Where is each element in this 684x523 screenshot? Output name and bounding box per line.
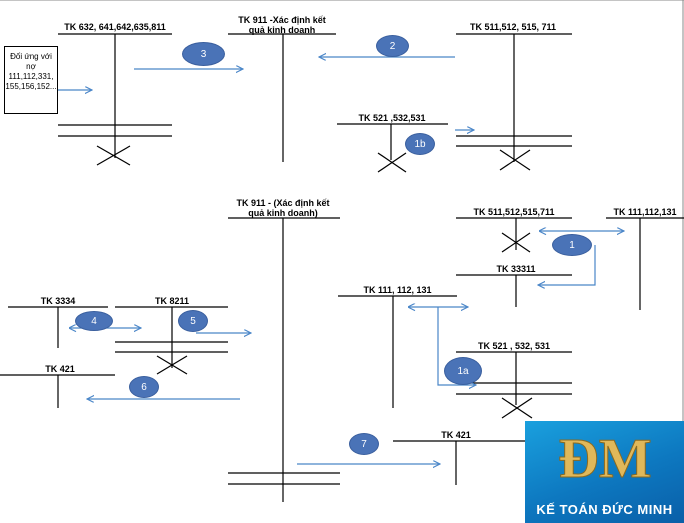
label-tk33311: TK 33311 [496,264,536,274]
logo-mark-icon: ĐM [558,428,652,486]
step-badge-5: 5 [178,310,208,332]
label-tk911-top-line1: TK 911 -Xác định kết [238,15,326,25]
label-tk511-top: TK 511,512, 515, 711 [469,22,557,32]
step-badge-3: 3 [182,42,225,66]
t-account-632 [58,33,172,166]
label-tk421-left: TK 421 [45,364,75,374]
t-account-511-top [456,33,572,171]
step-badge-2: 2 [376,35,409,57]
counterpart-box: Đối ứng với nợ 111,112,331, 155,156,152.… [4,46,58,114]
t-account-911-bottom [228,217,340,502]
label-tk511-right: TK 511,512,515,711 [473,207,555,217]
label-tk421-bottom: TK 421 [441,430,471,440]
label-tk8211: TK 8211 [154,296,190,306]
step-badge-4: 4 [75,311,113,331]
label-tk521-bottom: TK 521 , 532, 531 [477,341,551,351]
step-badge-1: 1 [552,234,592,256]
t-account-33311 [456,274,572,307]
step-badge-7: 7 [349,433,379,455]
logo-mark-text: ĐM [558,428,651,485]
t-account-3334 [8,306,108,348]
t-account-111-mid [338,295,457,408]
step-badge-6: 6 [129,376,159,398]
t-account-521-top [337,123,448,173]
step-badge-1b: 1b [405,133,435,155]
counterpart-line3: 111,112,331, [8,72,54,81]
counterpart-line4: 155,156,152... [5,82,57,91]
label-tk111-right: TK 111,112,131 [613,207,677,217]
counterpart-line1: Đối ứng với [10,52,52,61]
t-account-8211 [115,306,228,375]
logo-text: KẾ TOÁN ĐỨC MINH [536,502,673,517]
label-tk632: TK 632, 641,642,635,811 [64,22,166,32]
t-account-421-left [0,374,115,408]
label-tk911-bottom-line2: quả kinh doanh) [248,208,318,218]
logo: ĐM KẾ TOÁN ĐỨC MINH [525,421,684,523]
label-tk911-top-line2: quả kinh doanh [248,25,316,35]
label-tk3334: TK 3334 [40,296,76,306]
t-account-521-bottom [456,351,572,419]
t-account-911-top [228,33,336,162]
step-badge-1a: 1a [444,357,482,385]
t-account-511-right [456,217,572,253]
counterpart-line2: nợ [26,62,36,71]
label-tk521-top: TK 521 ,532,531 [358,113,426,123]
t-account-421-bottom [393,440,525,485]
label-tk111-mid: TK 111, 112, 131 [363,285,432,295]
t-account-111-right [606,217,684,310]
label-tk911-bottom-line1: TK 911 - (Xác định kết [236,198,330,208]
flow-arrows [58,57,624,464]
